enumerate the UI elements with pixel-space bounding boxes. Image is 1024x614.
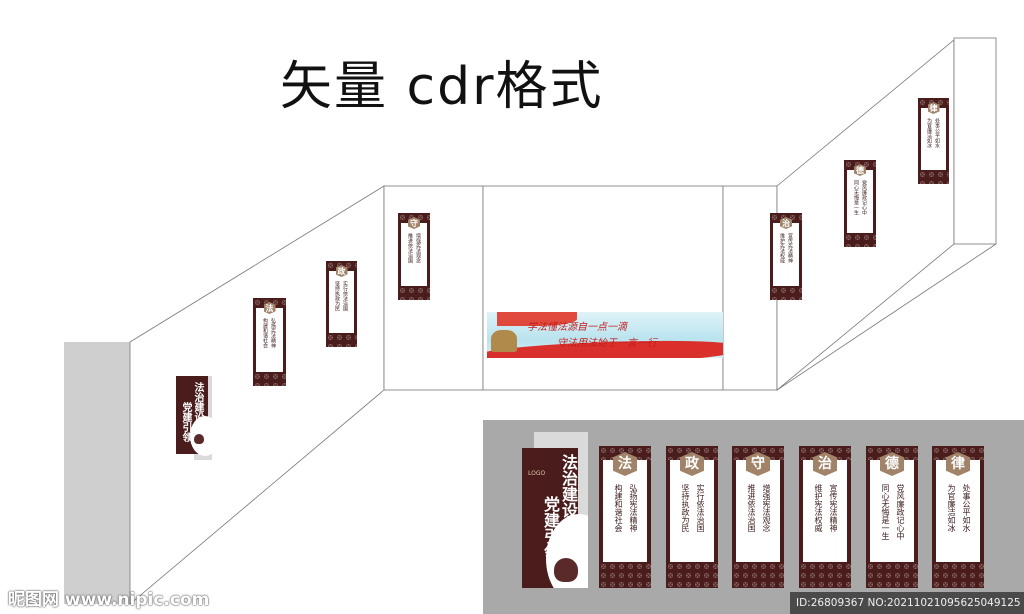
panel-text-col2: 处事公平如水 bbox=[934, 118, 940, 148]
wall-panel-small-1: 法 弘扬宪法精神 构建和谐社会 bbox=[253, 298, 286, 386]
detail-panel-3: 守 增强宪法观念 推进依法治国 bbox=[732, 446, 784, 588]
lead-small-col1: 法治建设 bbox=[192, 382, 203, 422]
wall-panel-small-3: 守 增强宪法观念 推进依法治国 bbox=[398, 213, 430, 300]
tree-silhouette-icon bbox=[554, 558, 578, 582]
panel-text-col2: 弘扬宪法精神 bbox=[270, 318, 276, 348]
lion-statue-icon bbox=[491, 330, 517, 352]
panel-char-badge: 治 bbox=[813, 452, 837, 476]
panel-char-badge: 法 bbox=[263, 302, 276, 314]
slogan-banner: 学法懂法源自一点一滴 守法用法始于一言一行 bbox=[487, 312, 723, 358]
panel-text-col1: 为官廉洁如冰 bbox=[926, 118, 932, 148]
panel-char-badge: 守 bbox=[746, 452, 770, 476]
detail-panel-2: 政 实行依法治国 坚持执政为民 bbox=[666, 446, 718, 588]
page-title: 矢量 cdr格式 bbox=[280, 57, 604, 117]
panel-text-col1: 维护宪法权威 bbox=[779, 233, 785, 263]
panel-text-col2: 宣传宪法精神 bbox=[829, 484, 838, 532]
panel-char-badge: 法 bbox=[613, 452, 637, 476]
lead-small-col2: 党建引领 bbox=[180, 402, 191, 442]
panel-text-col1: 构建和谐社会 bbox=[262, 318, 268, 348]
panel-char-badge: 律 bbox=[946, 452, 970, 476]
lead-large-col2: 党建引领 bbox=[541, 496, 560, 560]
detail-panel-1: 法 弘扬宪法精神 构建和谐社会 bbox=[599, 446, 651, 588]
panel-text-col2: 党风廉政记心中 bbox=[861, 180, 867, 215]
panel-char-badge: 政 bbox=[680, 452, 704, 476]
panel-text-col2: 实行依法治国 bbox=[696, 484, 705, 532]
panel-text-col2: 宣传宪法精神 bbox=[787, 233, 793, 263]
panel-text-col1: 维护宪法权威 bbox=[814, 484, 823, 532]
banner-line-1: 学法懂法源自一点一滴 bbox=[527, 322, 627, 333]
panel-text-col1: 为官廉洁如冰 bbox=[947, 484, 956, 532]
banner-red-flag bbox=[497, 312, 577, 326]
wall-panel-small-5: 德 党风廉政记心中 同心无悔是一生 bbox=[844, 160, 876, 247]
panel-text-col1: 同心无悔是一生 bbox=[881, 484, 890, 540]
panel-text-col2: 增强宪法观念 bbox=[762, 484, 771, 532]
panel-text-col2: 实行依法治国 bbox=[342, 281, 348, 311]
panel-char-badge: 律 bbox=[927, 102, 940, 114]
panel-text-col1: 推进依法治国 bbox=[747, 484, 756, 532]
lead-panel-small: 法治建设 党建引领 bbox=[176, 376, 212, 460]
lead-logo: LOGO bbox=[528, 470, 546, 477]
wall-panel-small-6: 律 处事公平如水 为官廉洁如冰 bbox=[918, 98, 949, 184]
detail-panel-4: 治 宣传宪法精神 维护宪法权威 bbox=[799, 446, 851, 588]
panel-text-col1: 构建和谐社会 bbox=[614, 484, 623, 532]
panel-text-col2: 增强宪法观念 bbox=[415, 233, 421, 263]
panel-char-badge: 守 bbox=[408, 217, 420, 229]
panel-text-col1: 同心无悔是一生 bbox=[853, 180, 859, 215]
lead-panel-large: LOGO 法治建设 党建引领 bbox=[522, 432, 588, 588]
panel-text-col2: 党风廉政记心中 bbox=[896, 484, 905, 540]
wall-panel-small-4: 治 宣传宪法精神 维护宪法权威 bbox=[770, 213, 802, 300]
image-id-bar: ID:26809367 NO:20211021095625049125 bbox=[790, 592, 1024, 614]
detail-panel-6: 律 处事公平如水 为官廉洁如冰 bbox=[932, 446, 984, 588]
panel-char-badge: 治 bbox=[780, 217, 792, 229]
panel-char-badge: 德 bbox=[880, 452, 904, 476]
banner-line-2: 守法用法始于一言一行 bbox=[557, 338, 657, 349]
panel-text-col1: 坚持执政为民 bbox=[681, 484, 690, 532]
panel-char-badge: 德 bbox=[854, 164, 866, 176]
panel-text-col1: 推进依法治国 bbox=[407, 233, 413, 263]
lead-large-col1: 法治建设 bbox=[559, 454, 578, 518]
panel-char-badge: 政 bbox=[335, 265, 348, 277]
panel-text-col2: 弘扬宪法精神 bbox=[629, 484, 638, 532]
panel-text-col1: 坚持执政为民 bbox=[334, 281, 340, 311]
panel-text-col2: 处事公平如水 bbox=[962, 484, 971, 532]
wall-panel-small-2: 政 实行依法治国 坚持执政为民 bbox=[326, 261, 357, 347]
detail-panel-5: 德 党风廉政记心中 同心无悔是一生 bbox=[866, 446, 918, 588]
site-watermark: 昵图网 www.nipic.com bbox=[8, 590, 210, 610]
